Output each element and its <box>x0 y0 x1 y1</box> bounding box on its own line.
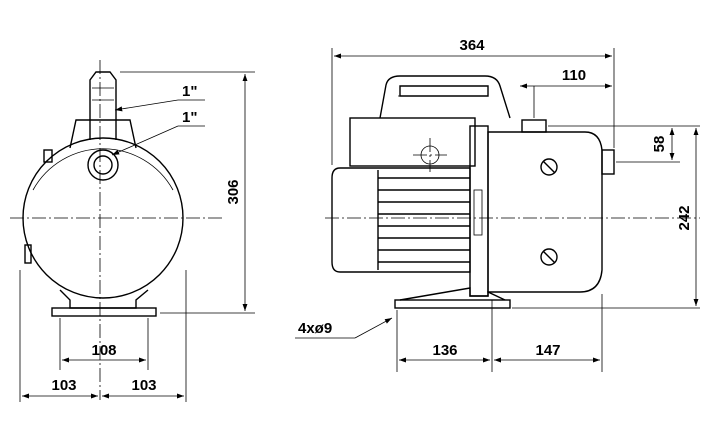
foot-left-label: 136 <box>432 342 457 359</box>
side-view: 364 110 58 242 136 147 4xø9 <box>295 37 700 372</box>
mounting-holes-leader <box>354 317 393 339</box>
outlet-offset-label: 110 <box>562 67 586 84</box>
mounting-holes-label: 4xø9 <box>298 320 332 337</box>
drain-plug-side <box>540 248 558 266</box>
base-foot-side <box>399 287 506 301</box>
inlet-port-inner <box>93 155 113 175</box>
height-label: 306 <box>225 179 242 204</box>
housing-flange-line <box>32 148 174 191</box>
inlet-port-outer <box>87 149 119 181</box>
motor-housing <box>331 167 471 273</box>
carry-handle <box>379 75 511 119</box>
base-plate-side <box>394 299 511 309</box>
handle-grip <box>399 85 489 97</box>
pump-housing-outline <box>22 137 184 299</box>
pump-head <box>487 131 603 293</box>
overall-length-label: 364 <box>459 37 485 54</box>
top-port <box>521 119 547 133</box>
port-front-size: 1" <box>182 109 197 126</box>
terminal-box <box>349 117 476 167</box>
half-width-left-label: 103 <box>51 377 76 394</box>
side-boss <box>24 244 32 264</box>
cooling-fins <box>377 170 470 270</box>
motor-flange <box>469 125 489 297</box>
half-width-right-label: 103 <box>131 377 156 394</box>
side-port <box>601 149 615 175</box>
base-plate <box>51 307 157 317</box>
foot-right-label: 147 <box>535 342 560 359</box>
front-view: 1" 1" 306 108 103 103 <box>10 60 255 402</box>
shaft-height-label: 242 <box>676 205 693 230</box>
port-top-size: 1" <box>182 83 197 100</box>
outlet-neck <box>89 71 117 140</box>
outlet-collar <box>69 119 137 149</box>
fill-plug <box>540 158 558 176</box>
foot-spacing-label: 108 <box>91 342 116 359</box>
inlet-drop-label: 58 <box>651 136 668 153</box>
drain-plug <box>43 149 53 163</box>
